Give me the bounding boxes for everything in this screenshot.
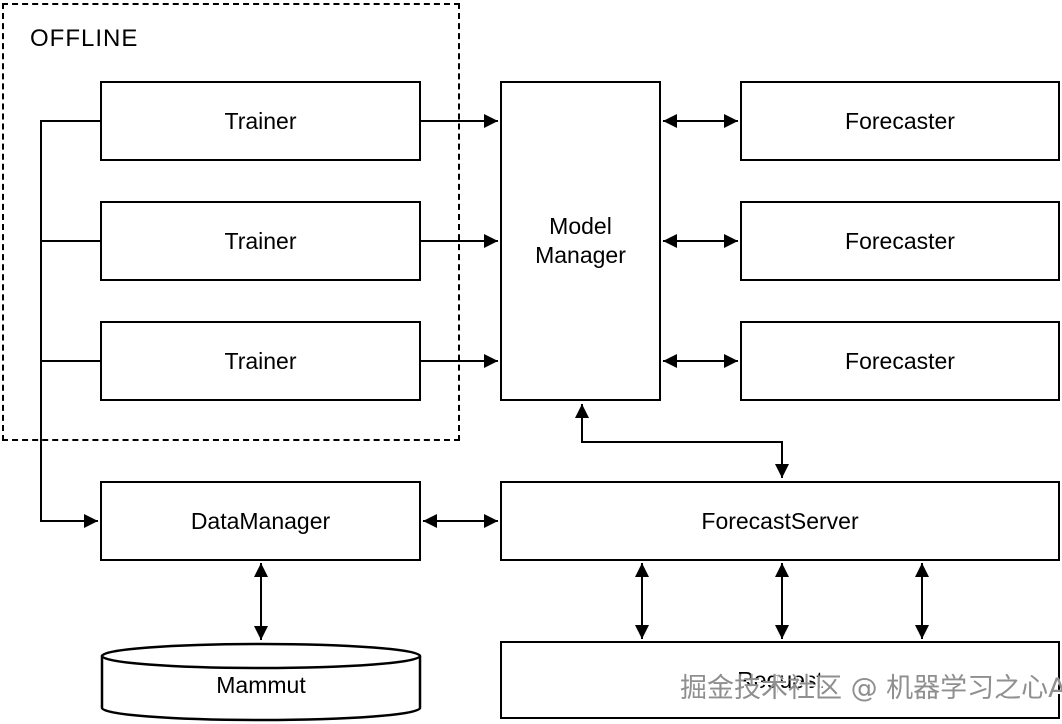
forecast-server-box: ForecastServer — [500, 481, 1060, 561]
forecaster-label: Forecaster — [845, 227, 955, 254]
model-manager-label: Model Manager — [535, 213, 626, 268]
forecaster-label: Forecaster — [845, 107, 955, 134]
watermark: 掘金技术社区 @ 机器学习之心AI — [680, 673, 1062, 704]
forecaster-box-3: Forecaster — [740, 321, 1060, 401]
request-box: Request — [500, 641, 1060, 719]
trainer-label: Trainer — [224, 347, 297, 374]
forecaster-label: Forecaster — [845, 347, 955, 374]
modelmanager-forecastserver-connector — [575, 404, 789, 478]
offline-group-box: OFFLINE — [2, 3, 460, 441]
trainer-box-1: Trainer — [100, 81, 421, 161]
request-label: Request — [737, 666, 823, 693]
forecaster-box-2: Forecaster — [740, 201, 1060, 281]
forecast-server-label: ForecastServer — [701, 507, 859, 534]
data-manager-label: DataManager — [190, 507, 331, 534]
trainer-label: Trainer — [224, 227, 297, 254]
trainer-label: Trainer — [224, 107, 297, 134]
trainer-box-2: Trainer — [100, 201, 421, 281]
mammut-database: Mammut — [100, 642, 422, 722]
model-manager-box: Model Manager — [500, 81, 661, 401]
forecaster-box-1: Forecaster — [740, 81, 1060, 161]
database-cylinder-icon — [100, 642, 422, 722]
trainers-datamanager-connector — [40, 120, 100, 528]
trainer-box-3: Trainer — [100, 321, 421, 401]
data-manager-box: DataManager — [100, 481, 421, 561]
mammut-label: Mammut — [216, 672, 306, 698]
offline-label: OFFLINE — [30, 25, 139, 52]
